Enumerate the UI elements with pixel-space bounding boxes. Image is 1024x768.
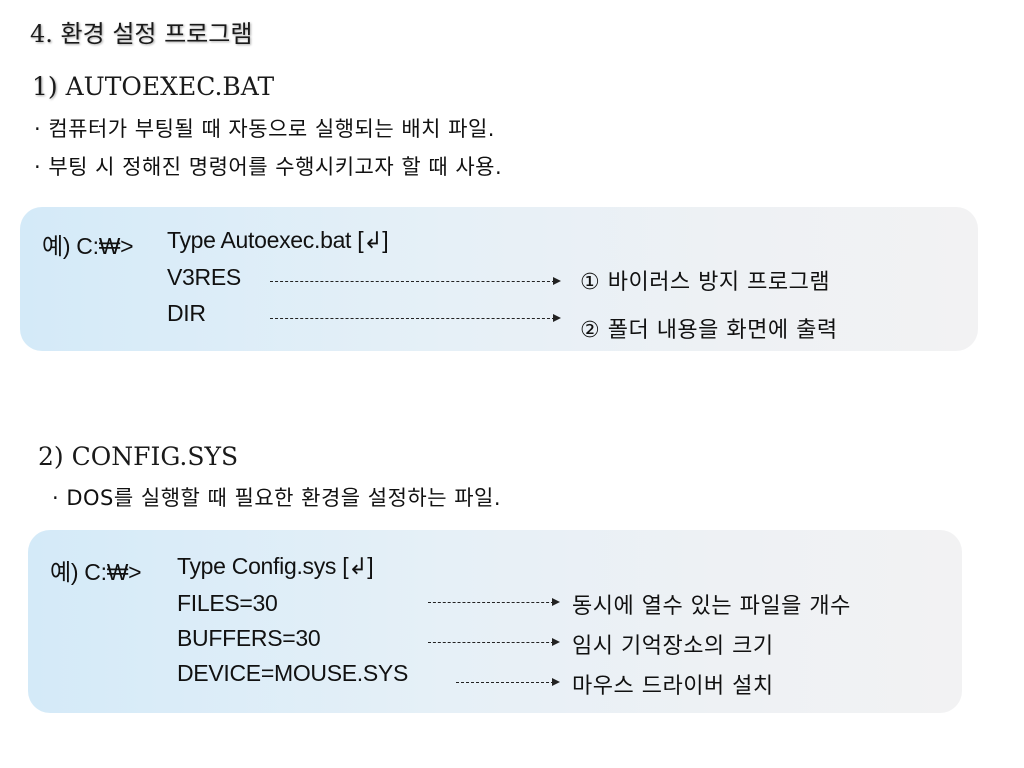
bullet-item: · 부팅 시 정해진 명령어를 수행시키고자 할 때 사용.: [34, 155, 503, 179]
slide-title: 4. 환경 설정 프로그램: [30, 20, 253, 48]
dashed-arrow: [270, 276, 561, 285]
command-description: 임시 기억장소의 크기: [572, 634, 774, 659]
dashed-arrow: [428, 637, 560, 646]
section-name: AUTOEXEC.BAT: [65, 72, 275, 101]
command-line: DEVICE=MOUSE.SYS: [177, 660, 409, 686]
command-description: ① 바이러스 방지 프로그램: [580, 270, 831, 295]
dashed-arrow: [270, 313, 561, 322]
bullet-item: · 컴퓨터가 부팅될 때 자동으로 실행되는 배치 파일.: [34, 117, 495, 141]
example-prompt: 예) C:₩>: [42, 233, 134, 259]
command-description: 동시에 열수 있는 파일을 개수: [572, 594, 851, 619]
section-number: 2): [38, 442, 64, 471]
example-command: Type Config.sys [↲]: [177, 553, 374, 579]
command-description: ② 폴더 내용을 화면에 출력: [580, 318, 838, 343]
dashed-arrow: [456, 677, 560, 686]
section-heading-config: 2) CONFIG.SYS: [38, 442, 238, 471]
example-box-autoexec: [20, 207, 978, 351]
dashed-arrow: [428, 597, 560, 606]
section-heading-autoexec: 1) AUTOEXEC.BAT: [32, 72, 274, 101]
example-box-config: [28, 530, 962, 713]
command-line: V3RES: [167, 264, 241, 290]
section-name: CONFIG.SYS: [71, 442, 239, 471]
command-line: FILES=30: [177, 590, 278, 616]
example-prompt: 예) C:₩>: [50, 559, 142, 585]
bullet-item: · DOS를 실행할 때 필요한 환경을 설정하는 파일.: [52, 486, 502, 510]
command-description: 마우스 드라이버 설치: [572, 674, 774, 699]
command-line: DIR: [167, 300, 206, 326]
example-command: Type Autoexec.bat [↲]: [167, 227, 389, 253]
command-line: BUFFERS=30: [177, 625, 321, 651]
section-number: 1): [32, 72, 58, 101]
